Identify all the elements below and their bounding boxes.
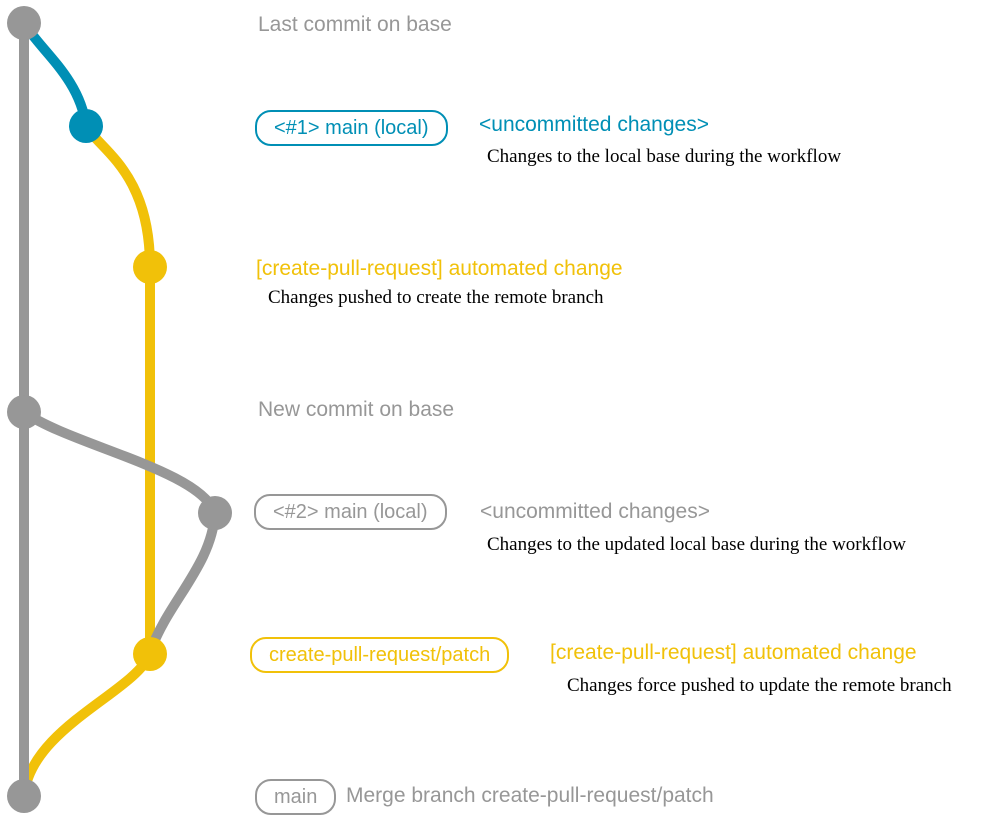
commit-dot-patch-1 — [133, 250, 167, 284]
commit-dot-patch-2 — [133, 637, 167, 671]
branch-tag-main-local-1: <#1> main (local) — [255, 110, 448, 146]
main-local-2-branch-in-line — [146, 512, 220, 652]
commit-graph — [7, 6, 232, 813]
branch-tag-main-local-2: <#2> main (local) — [254, 494, 447, 530]
main-local-2-branch-out-line — [21, 407, 220, 516]
commit-message-merge: Merge branch create-pull-request/patch — [346, 784, 714, 807]
annotation-main-local-2: Changes to the updated local base during… — [487, 534, 906, 555]
branch-tag-main: main — [255, 779, 337, 815]
commit-dot-base-new — [7, 395, 41, 429]
branch-tag-patch: create-pull-request/patch — [250, 637, 510, 673]
commit-dot-main-local-2 — [198, 496, 232, 530]
annotation-patch-2: Changes force pushed to update the remot… — [567, 675, 952, 696]
commit-dot-base-last — [7, 6, 41, 40]
commit-message-base-new: New commit on base — [258, 398, 455, 421]
annotation-main-local-1: Changes to the local base during the wor… — [487, 146, 842, 167]
annotation-patch-1: Changes pushed to create the remote bran… — [268, 287, 604, 308]
commit-dot-merge — [7, 779, 41, 813]
commit-message-patch-1: [create-pull-request] automated change — [256, 257, 623, 280]
commit-dot-main-local-1 — [69, 109, 103, 143]
commit-message-base-last: Last commit on base — [258, 13, 452, 36]
main-local-1-branch-line — [19, 20, 91, 127]
patch-branch-line — [81, 123, 155, 654]
commit-message-patch-2: [create-pull-request] automated change — [550, 641, 917, 664]
commit-message-main-local-1: <uncommitted changes> — [479, 113, 709, 136]
commit-message-main-local-2: <uncommitted changes> — [480, 500, 710, 523]
patch-merge-line — [19, 651, 155, 797]
